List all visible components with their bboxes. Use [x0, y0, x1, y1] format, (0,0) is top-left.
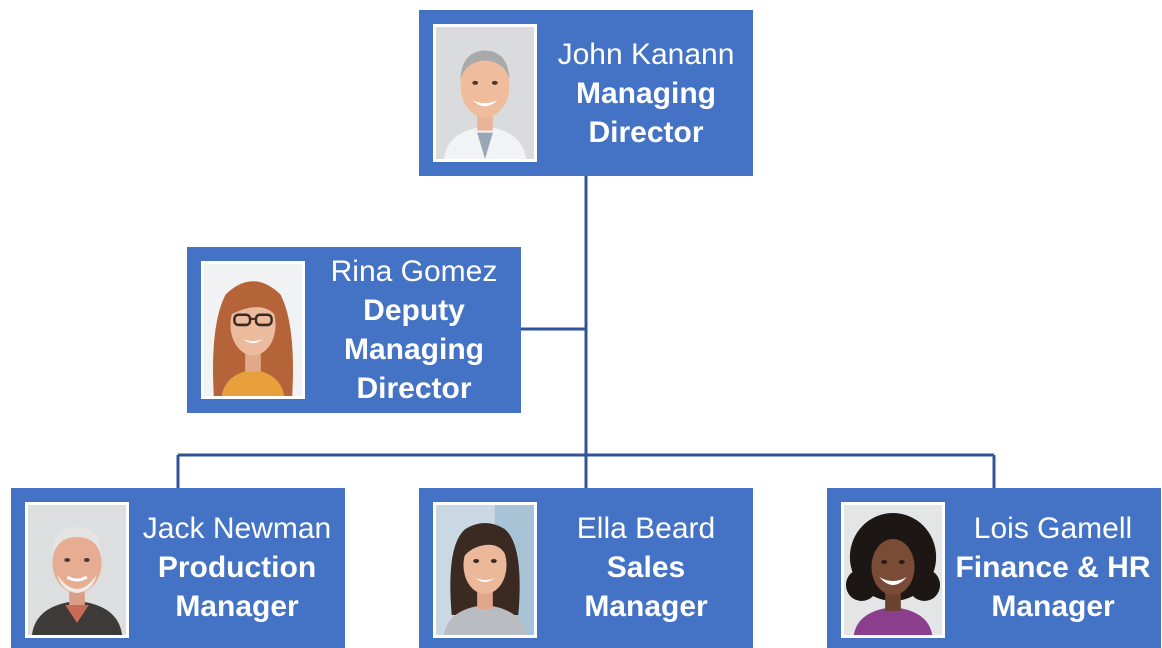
person-name: Ella Beard — [576, 511, 716, 545]
person-role: Managing Director — [576, 76, 716, 149]
org-card-managing-director[interactable]: John Kanann Managing Director — [419, 10, 753, 176]
man-white-beard-portrait-icon — [25, 502, 129, 638]
org-card-label: Jack Newman Production Manager — [129, 492, 345, 642]
person-name: Jack Newman — [142, 511, 332, 545]
woman-dark-hair-portrait-icon — [433, 502, 537, 638]
org-card-label: Ella Beard Sales Manager — [543, 492, 749, 642]
org-card-deputy-managing-director[interactable]: Rina Gomez Deputy Managing Director — [187, 247, 521, 413]
man-gray-hair-portrait-icon — [433, 24, 537, 162]
person-role: Deputy Managing Director — [344, 294, 484, 405]
person-name: Lois Gamell — [973, 511, 1133, 545]
org-card-label: John Kanann Managing Director — [543, 14, 749, 172]
org-card-label: Rina Gomez Deputy Managing Director — [311, 251, 517, 409]
person-role: Production Manager — [157, 550, 317, 623]
org-card-finance-hr-manager[interactable]: Lois Gamell Finance & HR Manager — [827, 488, 1161, 648]
org-card-sales-manager[interactable]: Ella Beard Sales Manager — [419, 488, 753, 648]
person-name: John Kanann — [557, 37, 735, 71]
org-card-production-manager[interactable]: Jack Newman Production Manager — [11, 488, 345, 648]
woman-curly-hair-portrait-icon — [841, 502, 945, 638]
person-role: Sales Manager — [584, 550, 708, 623]
person-name: Rina Gomez — [330, 255, 498, 288]
org-card-label: Lois Gamell Finance & HR Manager — [945, 492, 1161, 642]
person-role: Finance & HR Manager — [955, 550, 1151, 623]
woman-glasses-portrait-icon — [201, 261, 305, 399]
